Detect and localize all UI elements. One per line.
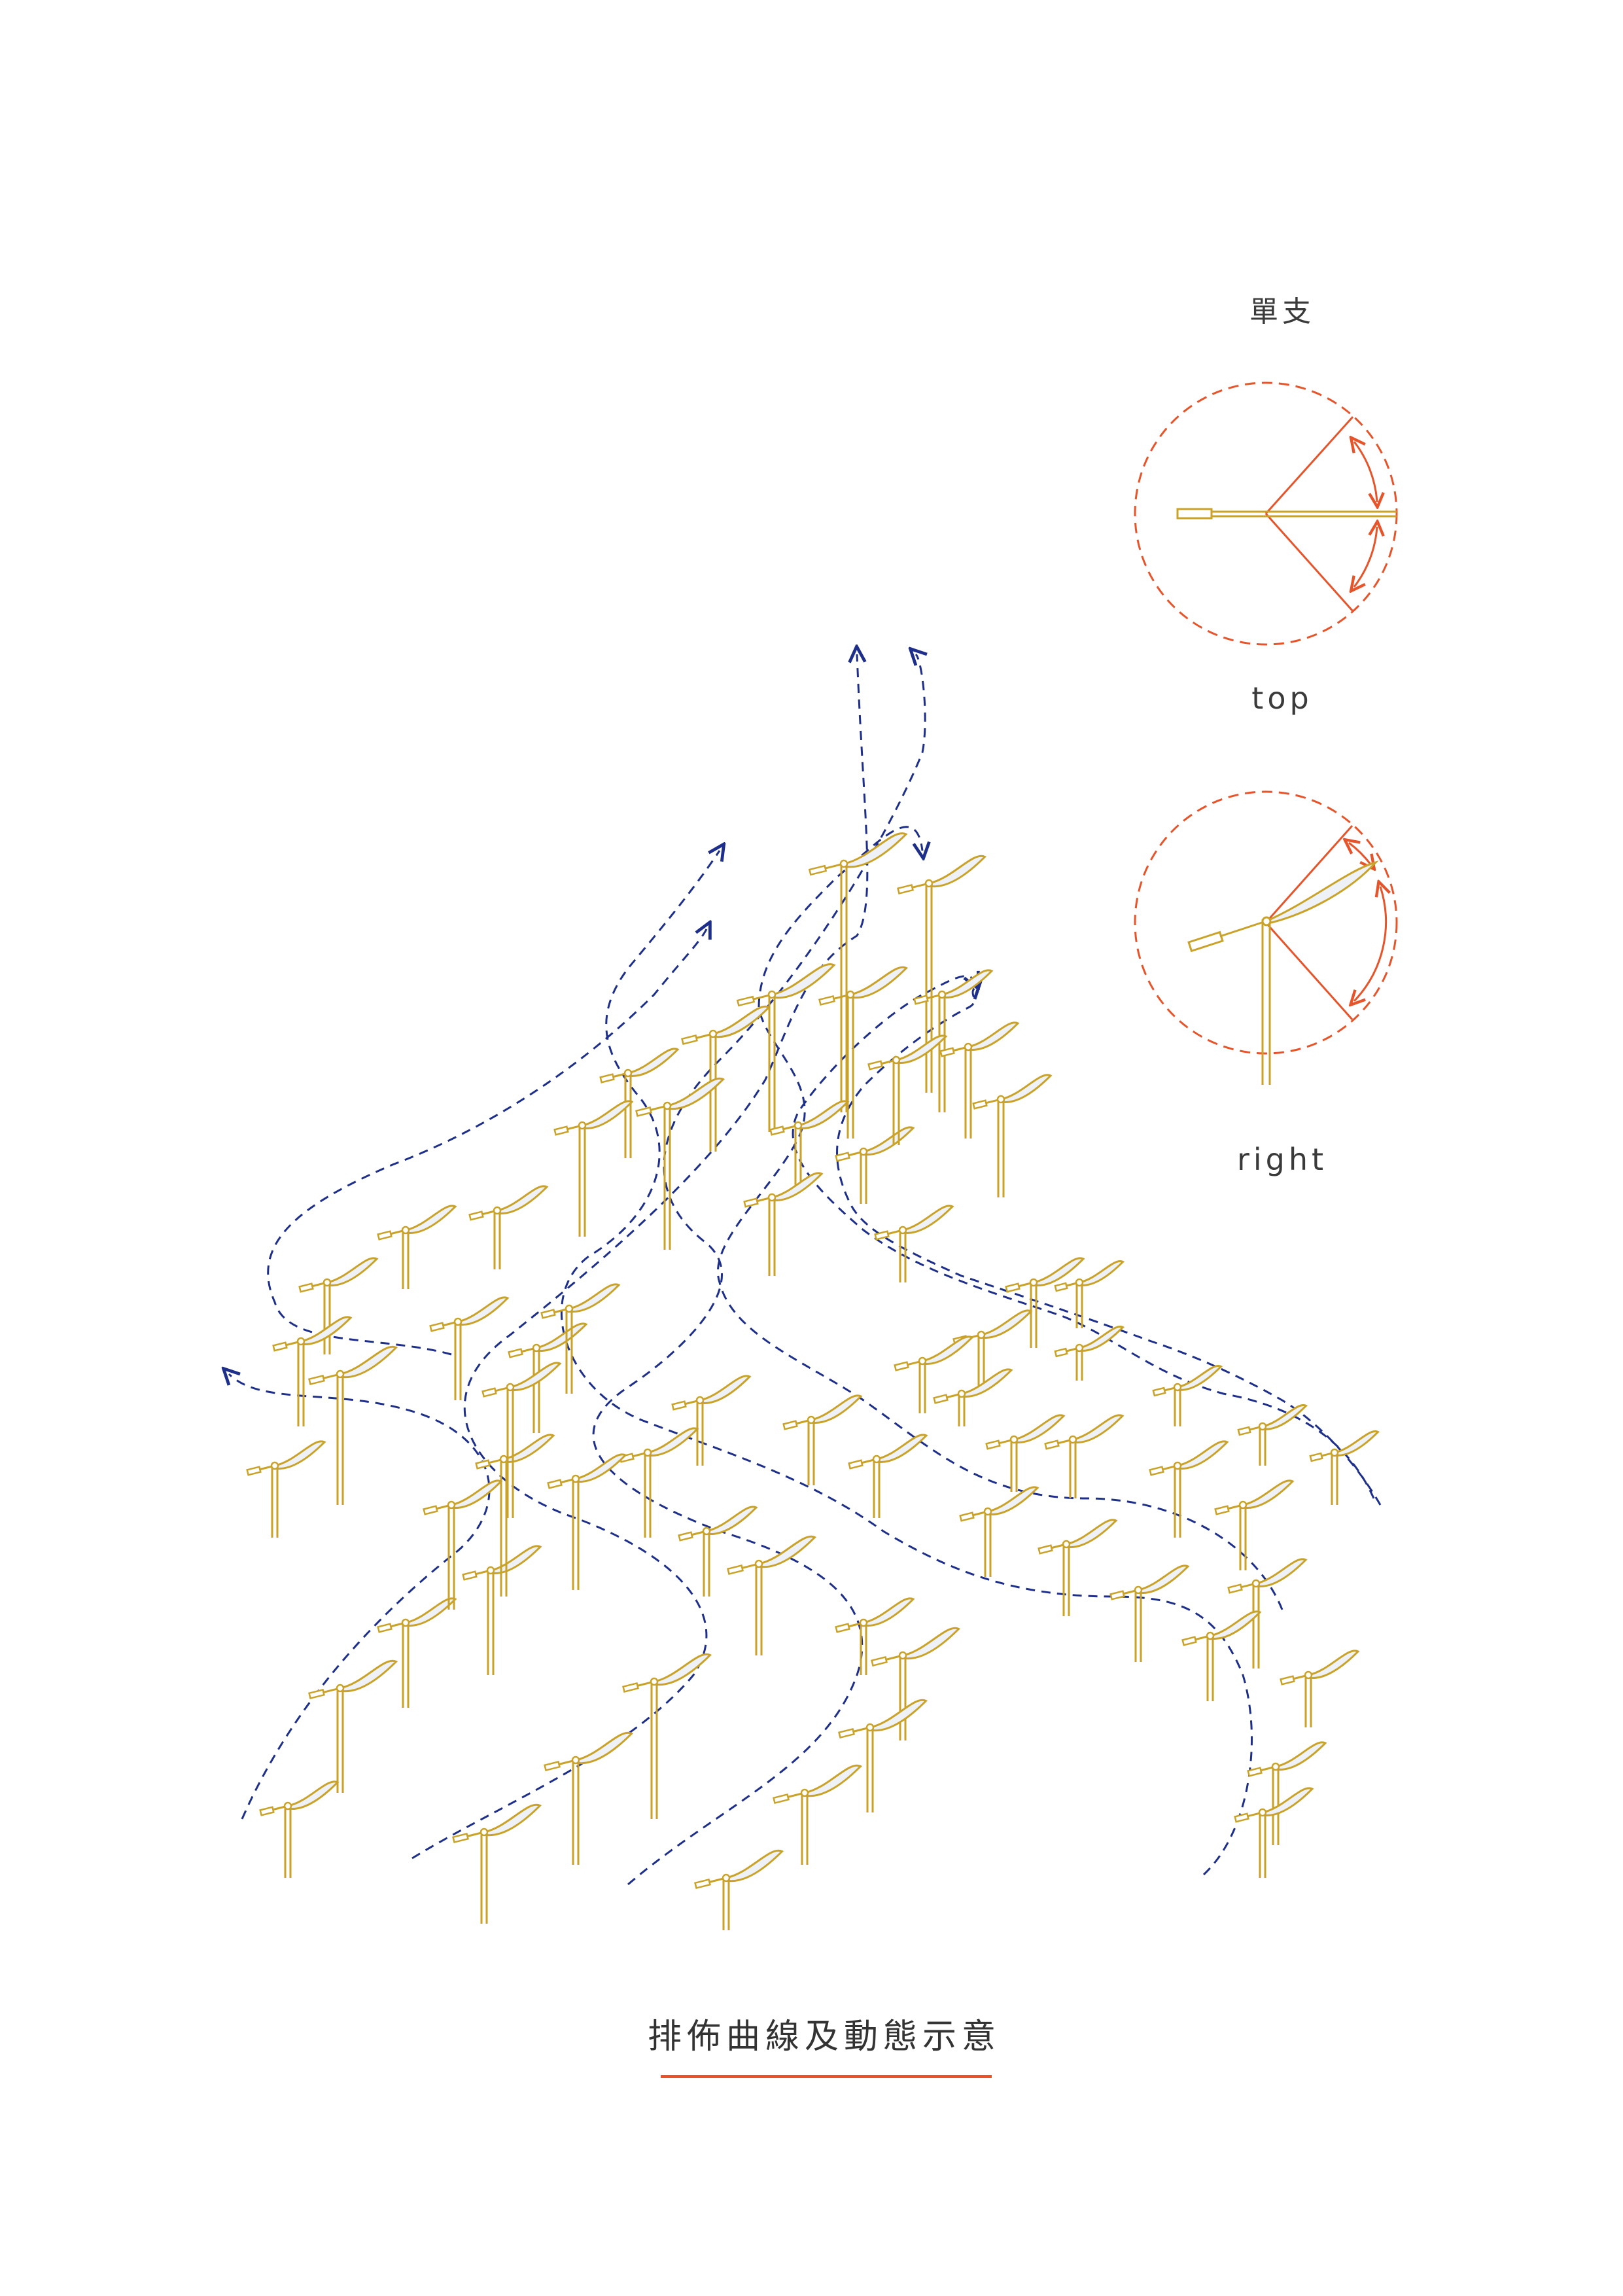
stem bbox=[972, 1074, 1053, 1197]
stem bbox=[635, 1077, 725, 1250]
stem bbox=[952, 1309, 1033, 1387]
stem bbox=[933, 1368, 1013, 1426]
stem bbox=[769, 1100, 850, 1191]
stem bbox=[599, 1048, 680, 1158]
stem bbox=[619, 1427, 699, 1538]
stem bbox=[838, 1699, 928, 1812]
stem bbox=[867, 1034, 948, 1145]
right-stem-pivot bbox=[1261, 916, 1272, 927]
flow-curve bbox=[229, 1374, 491, 1820]
top-rotation-arrow-upper bbox=[1354, 442, 1377, 502]
stem bbox=[1181, 1610, 1262, 1701]
stem bbox=[939, 1021, 1020, 1139]
stem bbox=[308, 1345, 398, 1505]
stem bbox=[508, 1322, 588, 1433]
top-limit-line-upper bbox=[1265, 415, 1354, 515]
flow-curve bbox=[717, 826, 1283, 1610]
caption: 排佈曲線及動態示意 bbox=[647, 2017, 1001, 2057]
right-stem-arm bbox=[1219, 920, 1266, 938]
stem bbox=[848, 1434, 928, 1518]
stem bbox=[1309, 1430, 1380, 1505]
right-stem-handle bbox=[1187, 930, 1224, 953]
stem bbox=[782, 1394, 863, 1485]
stem bbox=[894, 1335, 974, 1413]
stem bbox=[468, 1185, 549, 1269]
stem bbox=[429, 1296, 510, 1400]
stem bbox=[1280, 1650, 1360, 1727]
single-stem-label: 單支 bbox=[1249, 295, 1315, 328]
stem bbox=[553, 1100, 634, 1237]
caption-underline bbox=[661, 2075, 992, 2078]
stem bbox=[1234, 1787, 1314, 1878]
right-limit-line-upper bbox=[1265, 825, 1353, 923]
stem bbox=[808, 832, 908, 1112]
stem bbox=[1227, 1558, 1308, 1669]
stem bbox=[959, 1486, 1039, 1577]
stem bbox=[694, 1849, 784, 1930]
right-rotation-arrow-lower bbox=[1354, 887, 1386, 1001]
stem bbox=[481, 1362, 562, 1518]
stem-array bbox=[246, 832, 1380, 1930]
stem bbox=[1005, 1257, 1085, 1348]
stem bbox=[377, 1205, 457, 1289]
stem bbox=[377, 1597, 457, 1708]
flow-curve bbox=[267, 929, 707, 1356]
stem bbox=[1054, 1326, 1125, 1381]
stem bbox=[1214, 1479, 1295, 1570]
stem bbox=[622, 1653, 712, 1819]
stem bbox=[259, 1780, 340, 1878]
right-rotation-arrow-upper bbox=[1349, 843, 1371, 865]
right-limit-line-lower bbox=[1265, 922, 1353, 1020]
stem bbox=[1038, 1519, 1118, 1616]
flow-curve bbox=[592, 654, 925, 1886]
stem bbox=[727, 1535, 817, 1655]
stem bbox=[678, 1506, 758, 1597]
stem bbox=[897, 855, 987, 1093]
stem bbox=[452, 1803, 542, 1924]
stem bbox=[773, 1764, 863, 1865]
right-view-diagram bbox=[1134, 790, 1398, 1085]
stem bbox=[835, 1126, 915, 1204]
stem bbox=[818, 966, 909, 1139]
stem bbox=[1149, 1440, 1229, 1538]
top-rotation-circle bbox=[1134, 381, 1398, 646]
stem bbox=[871, 1627, 961, 1740]
top-rotation-arrow-lower bbox=[1354, 527, 1377, 587]
stem bbox=[475, 1434, 555, 1597]
stem bbox=[272, 1316, 353, 1426]
top-view-label: top bbox=[1251, 680, 1313, 716]
stem bbox=[985, 1414, 1066, 1492]
stem bbox=[547, 1453, 627, 1590]
stem bbox=[671, 1375, 752, 1466]
stem bbox=[1237, 1404, 1308, 1466]
right-rotation-circle bbox=[1134, 790, 1398, 1055]
stem bbox=[540, 1283, 621, 1394]
right-stem-petal bbox=[1265, 860, 1379, 925]
stem bbox=[736, 963, 836, 1132]
stem bbox=[743, 1172, 824, 1276]
stem bbox=[298, 1257, 379, 1354]
right-view-label: right bbox=[1236, 1142, 1328, 1177]
stem bbox=[874, 1205, 954, 1282]
stem bbox=[246, 1440, 326, 1538]
stem bbox=[1247, 1741, 1327, 1845]
stem bbox=[1054, 1260, 1125, 1328]
stem bbox=[1109, 1564, 1190, 1662]
stem bbox=[681, 1005, 771, 1152]
flow-curve bbox=[560, 851, 1253, 1876]
flow-curve bbox=[836, 988, 1382, 1506]
stem bbox=[835, 1597, 915, 1675]
top-view-diagram bbox=[1134, 381, 1398, 646]
stem bbox=[1044, 1414, 1125, 1498]
flow-curve bbox=[411, 654, 869, 1860]
top-limit-line-lower bbox=[1265, 513, 1354, 612]
stem bbox=[308, 1659, 398, 1793]
top-stem-handle bbox=[1176, 508, 1213, 520]
stem bbox=[544, 1731, 634, 1865]
stem bbox=[1152, 1365, 1223, 1426]
